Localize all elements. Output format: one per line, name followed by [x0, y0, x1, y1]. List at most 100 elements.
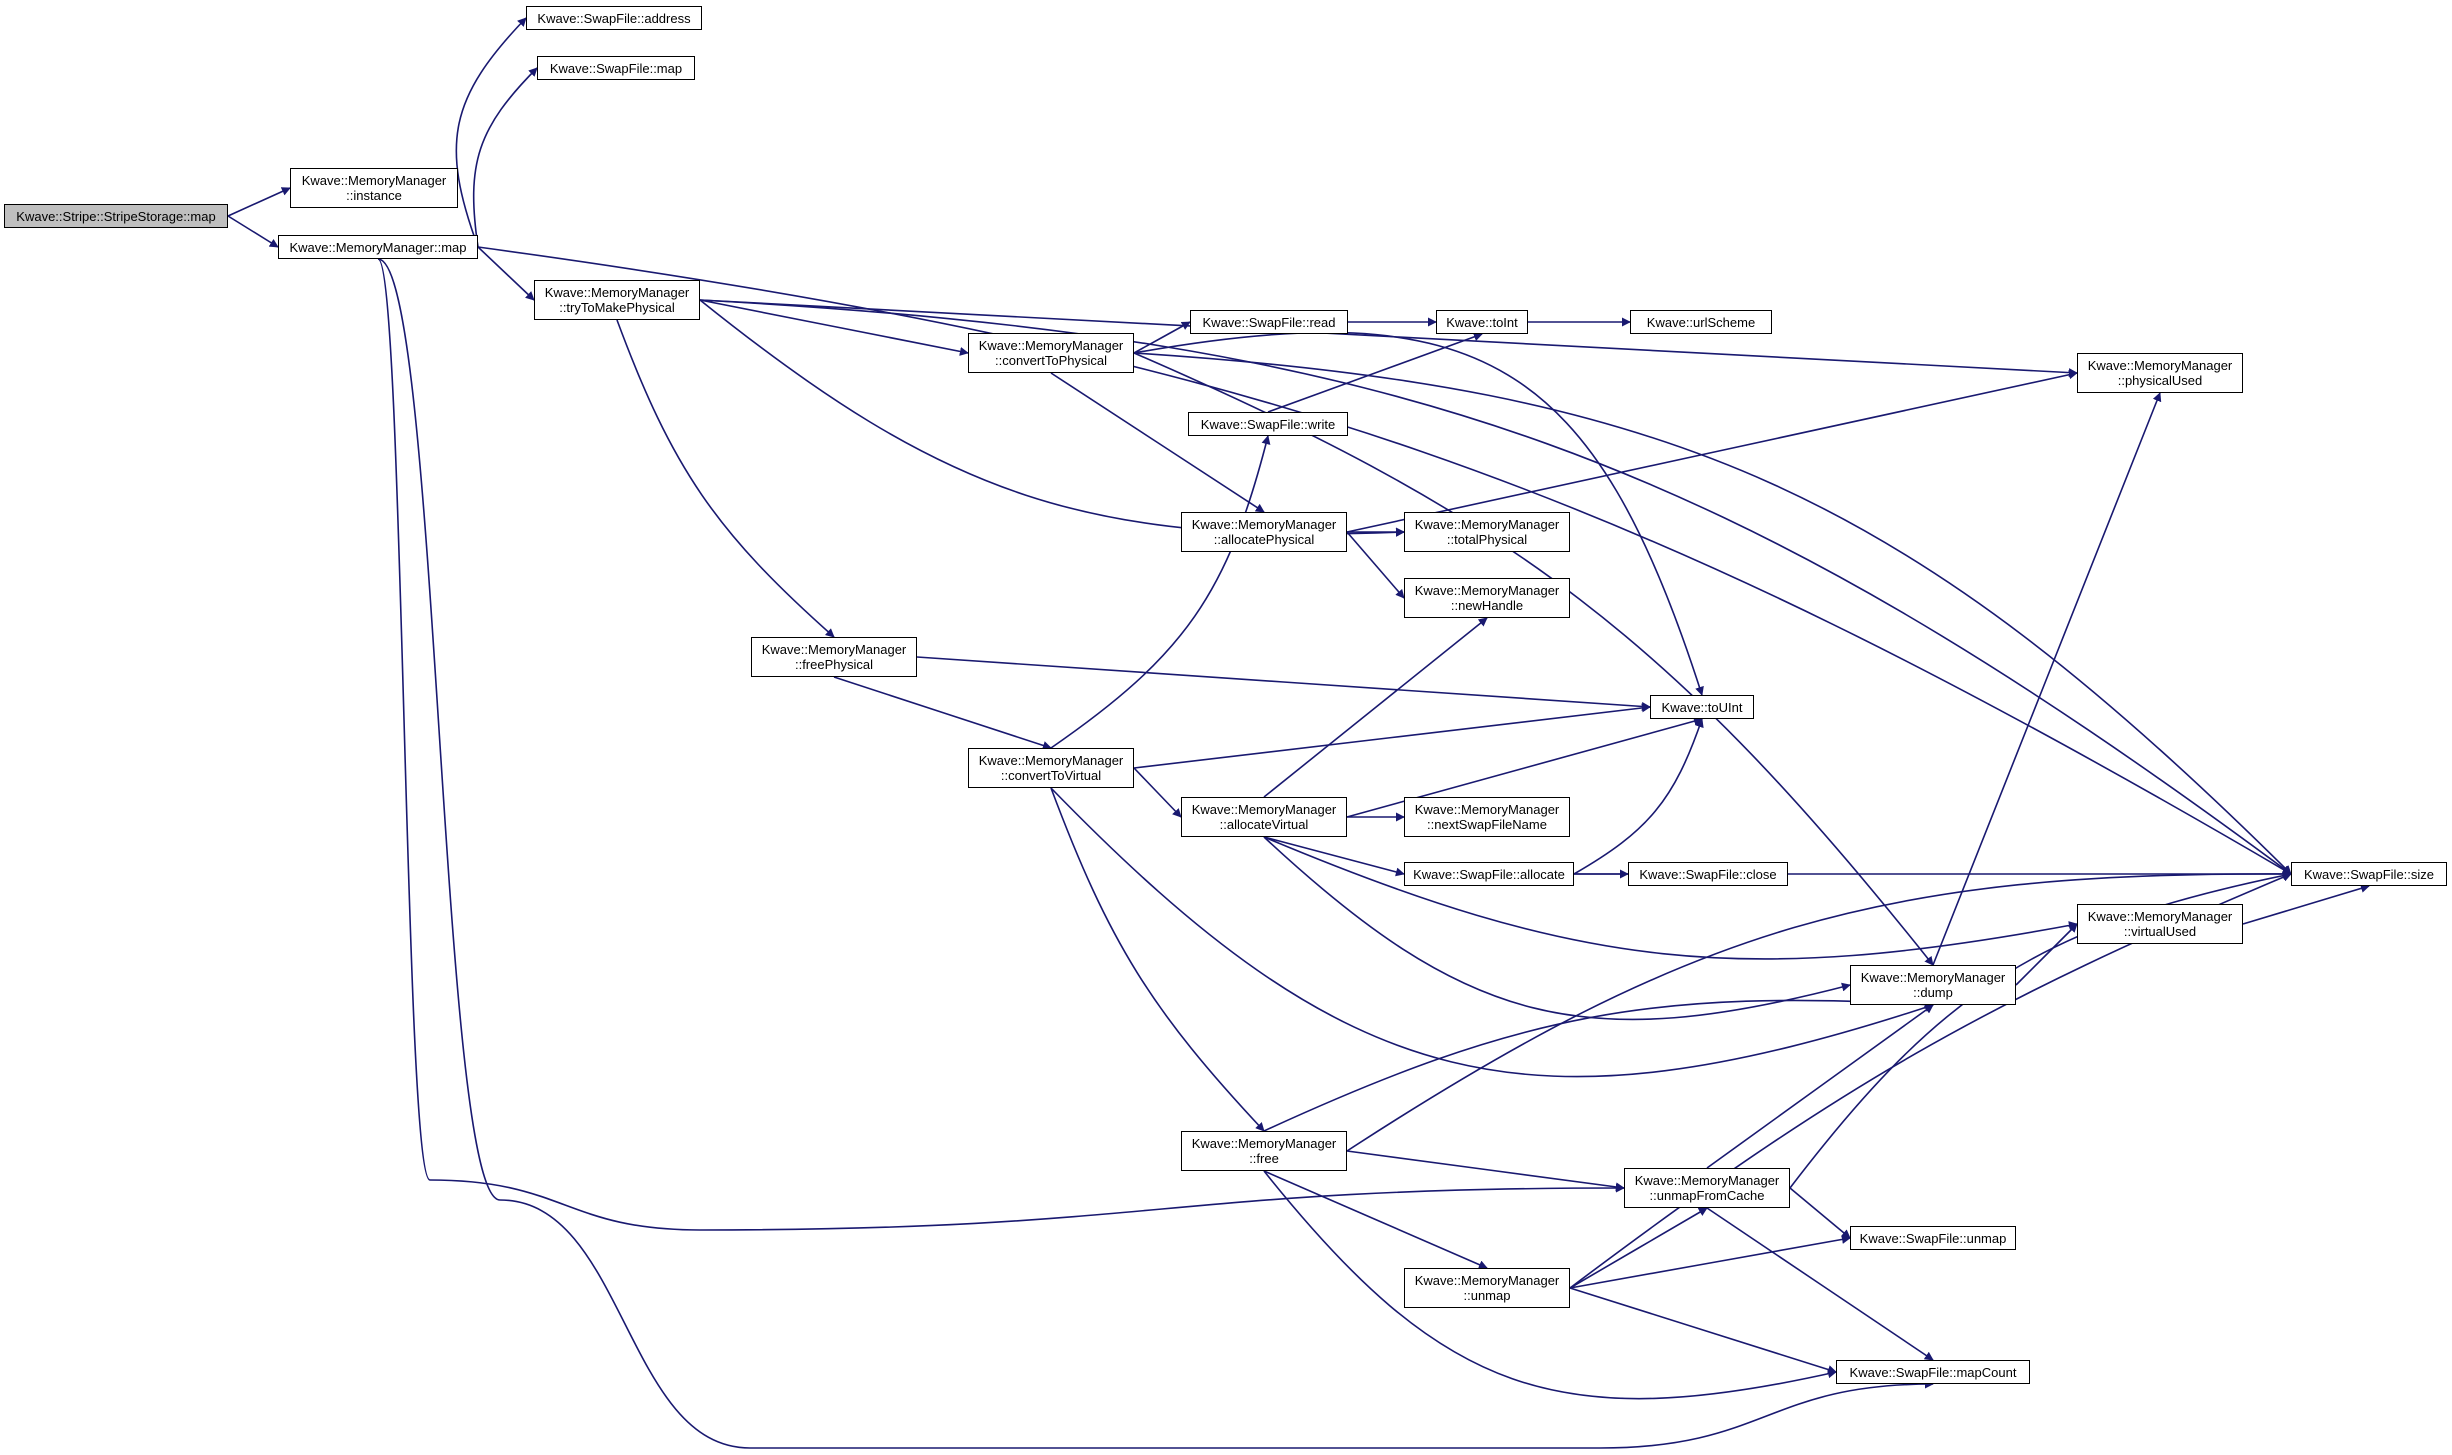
node-mm-totalPhysical[interactable]: Kwave::MemoryManager::totalPhysical [1404, 512, 1570, 552]
node-label: ::freePhysical [794, 657, 874, 672]
node-mm-unmapFromCache[interactable]: Kwave::MemoryManager::unmapFromCache [1624, 1168, 1790, 1208]
node-mm-nextSwapFileName[interactable]: Kwave::MemoryManager::nextSwapFileName [1404, 797, 1570, 837]
node-mm-convertToPhysical[interactable]: Kwave::MemoryManager::convertToPhysical [968, 333, 1134, 373]
node-label: ::dump [1913, 985, 1953, 1000]
node-label: Kwave::Stripe::StripeStorage::map [16, 208, 216, 224]
node-mm-unmap[interactable]: Kwave::MemoryManager::unmap [1404, 1268, 1570, 1308]
edge-mm-convertToVirtual-to-mm-free [1050, 787, 1265, 1132]
node-mm-allocateVirtual[interactable]: Kwave::MemoryManager::allocateVirtual [1181, 797, 1347, 837]
node-label: Kwave::SwapFile::write [1200, 416, 1336, 432]
node-sf-mapCount[interactable]: Kwave::SwapFile::mapCount [1836, 1360, 2030, 1384]
node-label: ::unmapFromCache [1649, 1188, 1765, 1203]
node-label: Kwave::SwapFile::size [2303, 866, 2435, 882]
node-label: Kwave::toInt [1446, 314, 1518, 330]
node-mm-free[interactable]: Kwave::MemoryManager::free [1181, 1131, 1347, 1171]
edge-root-to-mm-map [227, 215, 279, 248]
edge-mm-allocateVirtual-to-mm-virtualUsed [1263, 836, 2078, 960]
edge-mm-tryToMakePhysical-to-sf-size [699, 299, 2292, 875]
edge-mm-convertToVirtual-to-sf-write [1050, 435, 1271, 749]
edge-mm-allocateVirtual-to-mm-dump [1263, 836, 1851, 1021]
edge-mm-unmapFromCache-to-sf-unmap [1789, 1187, 1851, 1239]
edge-sf-allocate-to-k-toUInt [1573, 718, 1704, 875]
edge-mm-allocateVirtual-to-mm-newHandle [1263, 617, 1488, 798]
edge-mm-free-to-mm-dump [1263, 999, 1934, 1132]
node-mm-virtualUsed[interactable]: Kwave::MemoryManager::virtualUsed [2077, 904, 2243, 944]
node-label: ::free [1249, 1151, 1279, 1166]
edge-mm-freePhysical-to-k-toUInt [916, 656, 1651, 711]
edge-mm-unmap-to-sf-mapCount [1569, 1287, 1837, 1374]
edge-mm-allocatePhysical-to-mm-newHandle [1346, 531, 1405, 599]
edge-mm-convertToPhysical-to-sf-read [1133, 321, 1191, 354]
node-sf-close[interactable]: Kwave::SwapFile::close [1628, 862, 1788, 886]
node-label: ::virtualUsed [2123, 924, 2197, 939]
node-label: Kwave::MemoryManager [1414, 583, 1560, 598]
node-label: Kwave::MemoryManager [1860, 970, 2006, 985]
node-mm-map[interactable]: Kwave::MemoryManager::map [278, 235, 478, 259]
edge-mm-map-to-sf-address [455, 17, 527, 248]
edge-mm-dump-to-mm-physicalUsed [1932, 392, 2162, 966]
node-label: Kwave::MemoryManager [544, 285, 690, 300]
edge-mm-free-to-mm-unmap [1263, 1170, 1488, 1269]
edge-mm-map-to-sf-map [472, 67, 538, 248]
node-k-toInt[interactable]: Kwave::toInt [1436, 310, 1528, 334]
node-label: ::physicalUsed [2117, 373, 2203, 388]
node-label: Kwave::MemoryManager [978, 338, 1124, 353]
node-mm-tryToMakePhysical[interactable]: Kwave::MemoryManager::tryToMakePhysical [534, 280, 700, 320]
edge-mm-tryToMakePhysical-to-mm-freePhysical [616, 319, 835, 638]
edge-mm-tryToMakePhysical-to-mm-convertToPhysical [699, 299, 969, 356]
node-label: Kwave::MemoryManager [1191, 1136, 1337, 1151]
node-label: Kwave::MemoryManager [1414, 802, 1560, 817]
node-sf-size[interactable]: Kwave::SwapFile::size [2291, 862, 2447, 886]
node-label: Kwave::MemoryManager [1414, 1273, 1560, 1288]
node-sf-write[interactable]: Kwave::SwapFile::write [1188, 412, 1348, 436]
edge-mm-allocateVirtual-to-k-toUInt [1346, 716, 1703, 818]
edge-mm-virtualUsed-to-sf-size [2242, 884, 2370, 925]
node-mm-allocatePhysical[interactable]: Kwave::MemoryManager::allocatePhysical [1181, 512, 1347, 552]
edge-mm-unmap-to-sf-unmap [1569, 1234, 1851, 1289]
node-sf-read[interactable]: Kwave::SwapFile::read [1190, 310, 1348, 334]
node-label: ::nextSwapFileName [1427, 817, 1547, 832]
node-label: Kwave::SwapFile::allocate [1413, 866, 1565, 882]
node-label: ::allocateVirtual [1219, 817, 1309, 832]
node-mm-dump[interactable]: Kwave::MemoryManager::dump [1850, 965, 2016, 1005]
node-label: Kwave::SwapFile::mapCount [1849, 1364, 2017, 1380]
edge-mm-free-to-mm-unmapFromCache [1346, 1150, 1625, 1192]
edge-mm-allocateVirtual-to-sf-allocate [1263, 836, 1405, 877]
edge-mm-convertToVirtual-to-k-toUInt [1133, 703, 1651, 769]
node-label: Kwave::SwapFile::map [549, 60, 683, 76]
node-sf-unmap[interactable]: Kwave::SwapFile::unmap [1850, 1226, 2016, 1250]
node-label: ::unmap [1463, 1288, 1511, 1303]
edge-mm-convertToPhysical-to-mm-allocatePhysical [1050, 372, 1265, 513]
node-mm-newHandle[interactable]: Kwave::MemoryManager::newHandle [1404, 578, 1570, 618]
node-label: Kwave::MemoryManager [2087, 909, 2233, 924]
node-mm-convertToVirtual[interactable]: Kwave::MemoryManager::convertToVirtual [968, 748, 1134, 788]
node-k-urlScheme[interactable]: Kwave::urlScheme [1630, 310, 1772, 334]
edge-mm-convertToPhysical-to-sf-size [1133, 352, 2292, 875]
node-mm-physicalUsed[interactable]: Kwave::MemoryManager::physicalUsed [2077, 353, 2243, 393]
node-label: Kwave::MemoryManager [1191, 802, 1337, 817]
edge-mm-unmapFromCache-to-sf-mapCount [1706, 1207, 1934, 1361]
edge-mm-map-to-mm-tryToMakePhysical [477, 246, 535, 301]
node-label: ::instance [346, 188, 402, 203]
node-mm-instance[interactable]: Kwave::MemoryManager::instance [290, 168, 458, 208]
edge-mm-free-to-sf-size [1346, 869, 2292, 1152]
node-k-toUInt[interactable]: Kwave::toUInt [1650, 695, 1754, 719]
node-label: Kwave::MemoryManager [1414, 517, 1560, 532]
node-label: Kwave::SwapFile::close [1639, 866, 1777, 882]
node-label: ::tryToMakePhysical [559, 300, 675, 315]
node-label: Kwave::MemoryManager [761, 642, 907, 657]
node-label: Kwave::MemoryManager [1191, 517, 1337, 532]
node-label: ::convertToPhysical [995, 353, 1107, 368]
node-label: Kwave::toUInt [1661, 699, 1743, 715]
node-label: ::newHandle [1450, 598, 1524, 613]
node-label: Kwave::MemoryManager::map [289, 239, 467, 255]
edge-mm-map-to-mm-unmapFromCache [377, 258, 1625, 1231]
node-mm-freePhysical[interactable]: Kwave::MemoryManager::freePhysical [751, 637, 917, 677]
node-sf-address[interactable]: Kwave::SwapFile::address [526, 6, 702, 30]
edge-mm-allocatePhysical-to-mm-physicalUsed [1346, 370, 2078, 533]
node-sf-map[interactable]: Kwave::SwapFile::map [537, 56, 695, 80]
edge-mm-map-to-sf-size [477, 246, 2292, 875]
edge-mm-map-to-sf-mapCount [377, 258, 1934, 1449]
node-sf-allocate[interactable]: Kwave::SwapFile::allocate [1404, 862, 1574, 886]
